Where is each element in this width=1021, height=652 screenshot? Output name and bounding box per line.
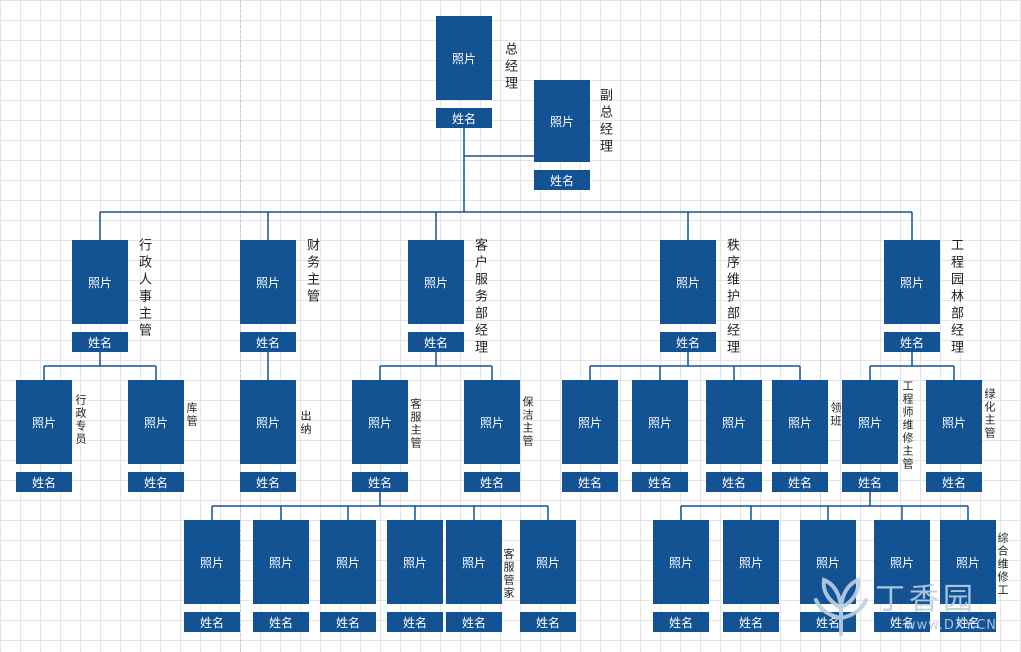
photo-placeholder: 照片 bbox=[253, 520, 309, 604]
name-label: 姓名 bbox=[534, 170, 590, 190]
photo-placeholder: 照片 bbox=[706, 380, 762, 464]
photo-placeholder: 照片 bbox=[842, 380, 898, 464]
name-label: 姓名 bbox=[772, 472, 828, 492]
position-title: 保洁主管 bbox=[521, 396, 534, 448]
position-title: 客服管家 bbox=[502, 548, 515, 600]
photo-placeholder: 照片 bbox=[884, 240, 940, 324]
name-label: 姓名 bbox=[706, 472, 762, 492]
position-title: 总经理 bbox=[502, 42, 517, 93]
position-title: 副总经理 bbox=[597, 88, 612, 156]
name-label: 姓名 bbox=[562, 472, 618, 492]
photo-placeholder: 照片 bbox=[436, 16, 492, 100]
position-title: 工程园林部经理 bbox=[948, 238, 963, 357]
name-label: 姓名 bbox=[253, 612, 309, 632]
name-label: 姓名 bbox=[320, 612, 376, 632]
name-label: 姓名 bbox=[926, 472, 982, 492]
name-label: 姓名 bbox=[653, 612, 709, 632]
watermark-text: 丁香园 bbox=[875, 582, 977, 617]
name-label: 姓名 bbox=[352, 472, 408, 492]
name-label: 姓名 bbox=[72, 332, 128, 352]
photo-placeholder: 照片 bbox=[520, 520, 576, 604]
position-title: 综合维修工 bbox=[996, 532, 1009, 597]
watermark-url: www.DXY.CN bbox=[905, 618, 997, 633]
photo-placeholder: 照片 bbox=[926, 380, 982, 464]
position-title: 领班 bbox=[829, 402, 842, 428]
photo-placeholder: 照片 bbox=[874, 520, 930, 604]
position-title: 行政专员 bbox=[74, 394, 87, 446]
name-label: 姓名 bbox=[520, 612, 576, 632]
photo-placeholder: 照片 bbox=[240, 380, 296, 464]
photo-placeholder: 照片 bbox=[72, 240, 128, 324]
name-label: 姓名 bbox=[660, 332, 716, 352]
photo-placeholder: 照片 bbox=[660, 240, 716, 324]
position-title: 财务主管 bbox=[304, 238, 319, 306]
photo-placeholder: 照片 bbox=[464, 380, 520, 464]
position-title: 客户服务部经理 bbox=[472, 238, 487, 357]
position-title: 客服主管 bbox=[409, 398, 422, 450]
photo-placeholder: 照片 bbox=[408, 240, 464, 324]
name-label: 姓名 bbox=[723, 612, 779, 632]
photo-placeholder: 照片 bbox=[562, 380, 618, 464]
name-label: 姓名 bbox=[842, 472, 898, 492]
name-label: 姓名 bbox=[16, 472, 72, 492]
guide-line bbox=[820, 0, 821, 652]
position-title: 绿化主管 bbox=[983, 388, 996, 440]
name-label: 姓名 bbox=[408, 332, 464, 352]
position-title: 工程师维修主管 bbox=[901, 380, 914, 471]
name-label: 姓名 bbox=[436, 108, 492, 128]
name-label: 姓名 bbox=[128, 472, 184, 492]
photo-placeholder: 照片 bbox=[534, 80, 590, 162]
name-label: 姓名 bbox=[632, 472, 688, 492]
photo-placeholder: 照片 bbox=[128, 380, 184, 464]
watermark-flower-icon bbox=[814, 577, 868, 636]
photo-placeholder: 照片 bbox=[320, 520, 376, 604]
name-label: 姓名 bbox=[184, 612, 240, 632]
position-title: 出纳 bbox=[299, 410, 312, 436]
position-title: 秩序维护部经理 bbox=[724, 238, 739, 357]
name-label: 姓名 bbox=[446, 612, 502, 632]
name-label: 姓名 bbox=[464, 472, 520, 492]
photo-placeholder: 照片 bbox=[940, 520, 996, 604]
photo-placeholder: 照片 bbox=[446, 520, 502, 604]
watermark: 丁香园 www.DXY.CN bbox=[810, 574, 1015, 644]
position-title: 库管 bbox=[185, 402, 198, 428]
photo-placeholder: 照片 bbox=[723, 520, 779, 604]
name-label: 姓名 bbox=[884, 332, 940, 352]
photo-placeholder: 照片 bbox=[16, 380, 72, 464]
guide-line bbox=[240, 0, 241, 652]
photo-placeholder: 照片 bbox=[772, 380, 828, 464]
photo-placeholder: 照片 bbox=[387, 520, 443, 604]
name-label: 姓名 bbox=[240, 472, 296, 492]
photo-placeholder: 照片 bbox=[653, 520, 709, 604]
position-title: 行政人事主管 bbox=[136, 238, 151, 340]
photo-placeholder: 照片 bbox=[240, 240, 296, 324]
name-label: 姓名 bbox=[874, 612, 930, 632]
name-label: 姓名 bbox=[387, 612, 443, 632]
photo-placeholder: 照片 bbox=[352, 380, 408, 464]
name-label: 姓名 bbox=[240, 332, 296, 352]
name-label: 姓名 bbox=[940, 612, 996, 632]
photo-placeholder: 照片 bbox=[184, 520, 240, 604]
photo-placeholder: 照片 bbox=[632, 380, 688, 464]
